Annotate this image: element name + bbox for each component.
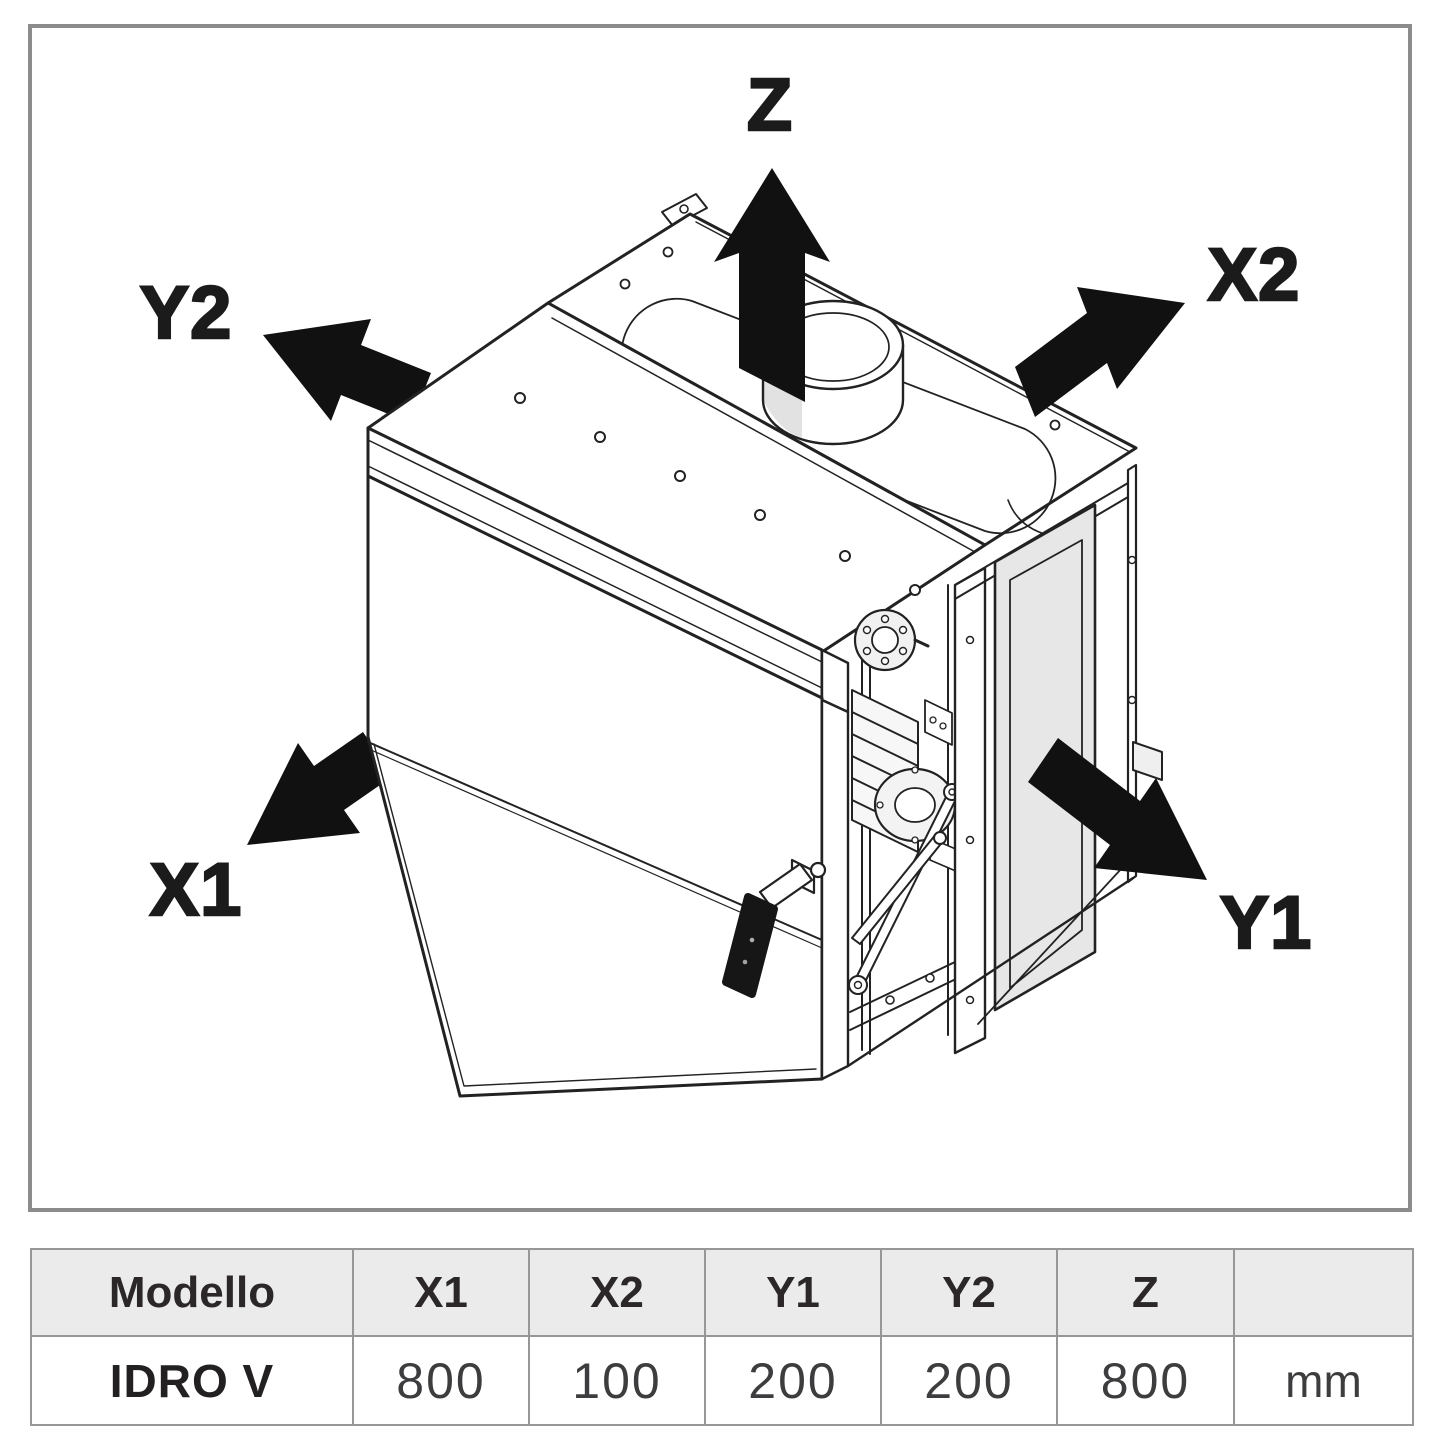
column-header-y2: Y2 [882,1250,1058,1337]
value-y1-cell: 200 [706,1337,882,1424]
column-header-unit [1235,1250,1412,1337]
column-header-y1: Y1 [706,1250,882,1337]
dimensions-table: Modello X1 X2 Y1 Y2 Z IDRO V 800 100 200… [30,1248,1414,1426]
model-name-cell: IDRO V [32,1337,354,1424]
value-y2-cell: 200 [882,1337,1058,1424]
value-x1-cell: 800 [354,1337,530,1424]
column-header-x2: X2 [530,1250,706,1337]
diagram-panel [28,24,1412,1212]
column-header-modello: Modello [32,1250,354,1337]
column-header-x1: X1 [354,1250,530,1337]
value-z-cell: 800 [1058,1337,1235,1424]
unit-cell: mm [1285,1354,1362,1407]
value-x2-cell: 100 [530,1337,706,1424]
column-header-z: Z [1058,1250,1235,1337]
